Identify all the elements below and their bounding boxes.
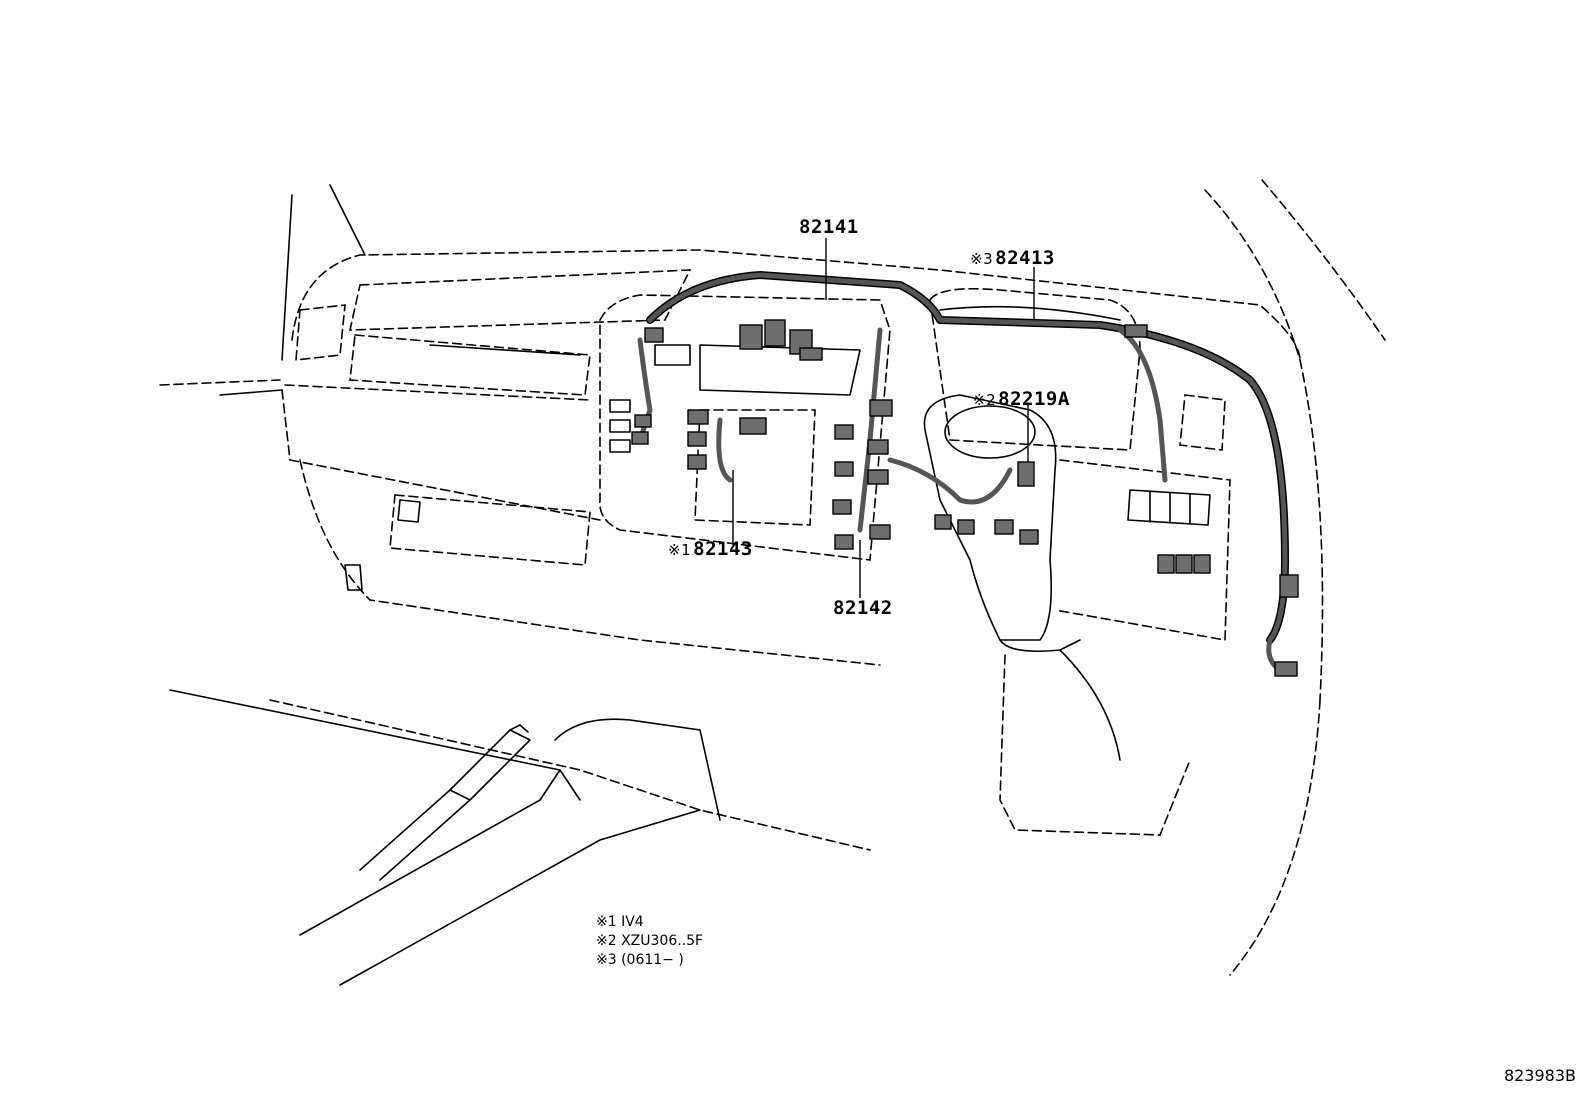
connector-col-4 <box>1019 529 1039 545</box>
connector-left-1 <box>644 327 664 343</box>
steering-column-shroud <box>923 394 1057 641</box>
connector-top-1 <box>739 324 763 350</box>
hazard-switch <box>654 344 691 366</box>
dash-top-outline <box>291 249 1301 361</box>
footnote-2: ※2 XZU306..5F <box>596 933 704 949</box>
column-lower <box>999 654 1191 836</box>
part-number: 82142 <box>833 597 893 619</box>
dash-bottom-line <box>299 459 881 666</box>
connector-rc-6 <box>867 439 889 455</box>
upper-shelf-lip <box>429 344 581 356</box>
harness-cluster-drop <box>1117 327 1168 483</box>
footnote-1: ※1 IV4 <box>596 914 644 930</box>
right-door-edge <box>1229 699 1321 976</box>
left-vent <box>295 304 346 361</box>
left-pillar-inner <box>329 184 366 256</box>
connector-rc-8 <box>869 524 891 540</box>
center-display <box>699 344 861 396</box>
connector-top-2 <box>764 319 786 347</box>
column-lower-line <box>1059 649 1121 761</box>
connector-rc-3 <box>832 499 852 515</box>
harness-center-drop <box>716 417 733 483</box>
connector-col-1 <box>934 514 952 530</box>
parking-brake-handle <box>449 729 531 801</box>
connector-c-3 <box>687 454 707 470</box>
harness-left-drop <box>637 337 653 443</box>
connector-col-5 <box>1017 461 1035 487</box>
upper-shelf <box>349 334 591 396</box>
part-number: 82141 <box>799 216 859 238</box>
connector-top-4 <box>799 347 823 361</box>
console-box <box>554 718 721 821</box>
connector-rc-5 <box>869 399 893 417</box>
floor-lower <box>299 769 561 936</box>
connector-r-3 <box>1193 554 1211 574</box>
part-number: 82219A <box>998 388 1070 410</box>
footnotes: ※1 IV4 ※2 XZU306..5F ※3 (0611− ) <box>596 913 703 970</box>
cluster-hood <box>929 287 1141 451</box>
left-door-line <box>159 379 281 386</box>
connector-c-1 <box>687 409 709 425</box>
connector-rc-4 <box>834 534 854 550</box>
right-pillar-outer <box>1204 189 1324 701</box>
column-boot-top <box>999 639 1081 653</box>
left-door-line-2 <box>219 389 283 396</box>
switch-3 <box>609 439 631 453</box>
right-vent <box>1179 394 1226 451</box>
harness-right-center <box>857 327 883 533</box>
callout-mark: ※1 <box>668 541 692 559</box>
lower-clip <box>344 564 363 591</box>
connector-r-top <box>1124 324 1148 338</box>
glovebox <box>389 494 591 566</box>
connector-r-4 <box>1279 574 1299 598</box>
brake-rod <box>359 789 471 881</box>
part-number: 82413 <box>995 247 1055 269</box>
connector-c-4 <box>739 417 767 435</box>
callout-82142: 82142 <box>831 599 893 618</box>
floor-lower-2 <box>339 809 701 986</box>
connector-c-2 <box>687 431 707 447</box>
floor-dash <box>269 699 871 851</box>
harness-main <box>647 272 1288 643</box>
callout-mark: ※2 <box>973 391 997 409</box>
audio-slot <box>694 409 816 526</box>
connector-rc-1 <box>834 424 854 440</box>
footnote-3: ※3 (0611− ) <box>596 952 684 968</box>
steering-hub <box>944 405 1036 459</box>
connector-rc-7 <box>867 469 889 485</box>
left-pillar-edge <box>281 194 293 361</box>
right-pillar-top <box>1261 179 1386 341</box>
connector-r-2 <box>1175 554 1193 574</box>
upper-tray <box>348 269 692 331</box>
figure-id: 823983B <box>1503 1066 1576 1085</box>
harness-column <box>887 457 1013 505</box>
connector-rc-2 <box>834 461 854 477</box>
connector-r-1 <box>1157 554 1175 574</box>
cluster-inner <box>939 305 1121 321</box>
connector-col-3 <box>994 519 1014 535</box>
right-lower-panel <box>1054 459 1231 641</box>
right-switch-bank <box>1127 489 1211 526</box>
switch-1 <box>609 399 631 413</box>
connector-r-5 <box>1274 661 1298 677</box>
connector-l-3 <box>631 431 649 445</box>
connector-col-2 <box>957 519 975 535</box>
part-number: 82143 <box>693 538 753 560</box>
callout-mark: ※3 <box>970 250 994 268</box>
dash-mid-line <box>284 384 591 401</box>
dash-lower-line <box>281 389 601 521</box>
switch-2 <box>609 419 631 433</box>
connector-l-2 <box>634 414 652 428</box>
glovebox-latch <box>397 499 421 523</box>
floor-line <box>169 689 581 801</box>
right-switch-dividers <box>1149 491 1191 525</box>
callout-82141: 82141 <box>797 218 859 237</box>
brake-button <box>509 724 529 733</box>
